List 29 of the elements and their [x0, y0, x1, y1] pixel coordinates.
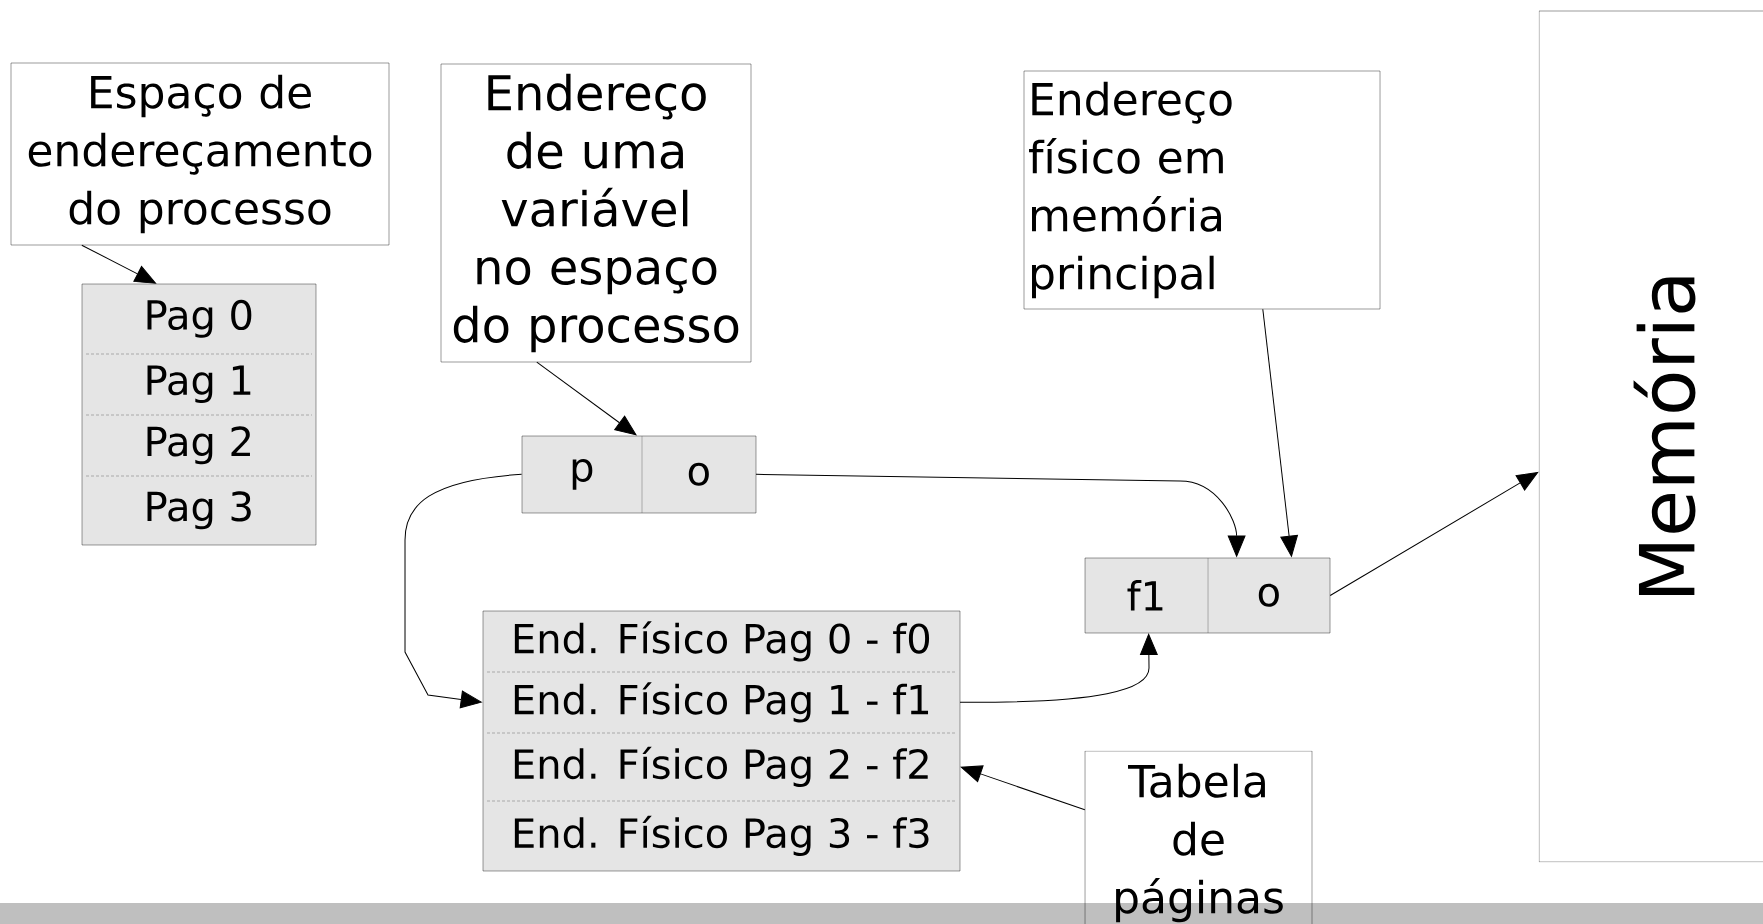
arrow	[404, 473, 523, 709]
table-row: End. Físico Pag 0 - f0	[514, 621, 930, 662]
table-row: Pag 0	[147, 299, 252, 338]
arrow	[536, 361, 637, 436]
text-box: Espaço de endereçamento do processo	[10, 62, 390, 246]
field-cell: o	[1258, 583, 1279, 607]
arrow	[81, 244, 157, 284]
table-box	[482, 610, 961, 872]
text-box: Endereço físico em memória principal	[1023, 70, 1381, 310]
table-box	[1084, 557, 1331, 634]
field-cell: o	[688, 462, 709, 486]
arrow	[1262, 308, 1298, 557]
arrow	[960, 765, 1086, 811]
table-row: Pag 3	[147, 491, 251, 530]
table-row: End. Físico Pag 3 - f3	[514, 815, 929, 856]
table-box	[81, 283, 317, 546]
text-box: Endereço de uma variável no espaço do processo	[440, 63, 752, 363]
table-box	[521, 435, 757, 514]
arrow	[755, 473, 1246, 557]
arrow	[959, 633, 1158, 703]
memory-box: Memória	[1538, 10, 1763, 863]
arrow	[1329, 472, 1539, 596]
field-cell: f1	[1127, 580, 1163, 611]
table-row: Pag 1	[147, 365, 251, 404]
field-cell: p	[572, 458, 593, 490]
text-box: Tabela de páginas	[1084, 750, 1313, 924]
table-row: End. Físico Pag 2 - f2	[514, 746, 928, 787]
table-row: End. Físico Pag 1 - f1	[514, 682, 928, 723]
table-row: Pag 2	[147, 426, 250, 465]
